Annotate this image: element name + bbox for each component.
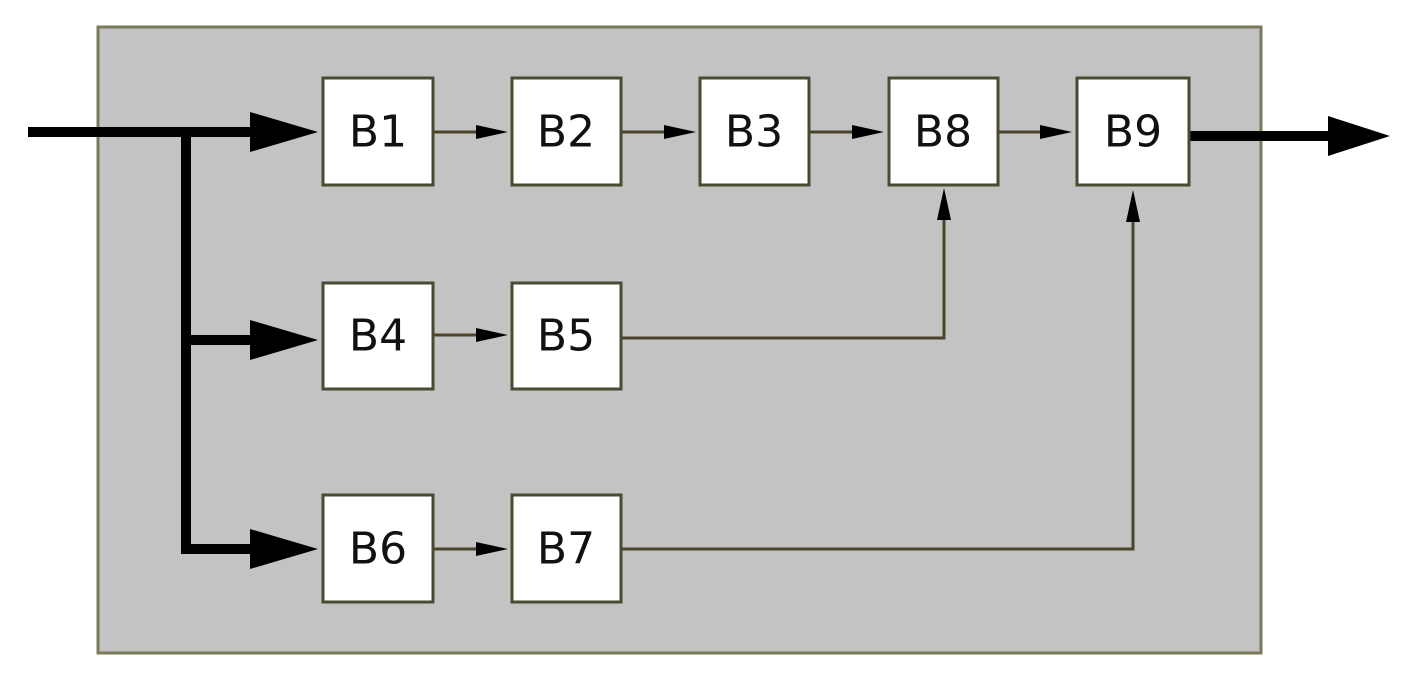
block-b6: B6 [321,493,435,604]
block-b9-box [1075,76,1191,187]
block-b6-box [321,493,435,604]
block-b7-label: B7 [537,524,595,575]
block-b4-label: B4 [349,311,407,362]
block-b5-box [510,281,623,391]
arrowhead-b8-b9 [1040,125,1072,139]
block-b3: B3 [698,76,811,187]
arrowhead-into-b6 [250,529,318,569]
arrowhead-b6-b7 [476,542,508,556]
connector-b7-b9 [621,220,1135,551]
arrowhead-into-b4 [250,320,318,360]
block-b2-box [510,76,623,187]
arrowhead-b4-b5 [476,328,508,342]
block-b8: B8 [887,76,1000,187]
block-b1: B1 [321,76,435,187]
block-b1-label: B1 [349,107,407,158]
block-b3-label: B3 [725,107,783,158]
arrowhead-b5-b8 [937,188,951,220]
arrowhead-b2-b3 [664,125,696,139]
block-b7-box [510,493,623,604]
block-b1-box [321,76,435,187]
arrowhead-b7-b9 [1126,190,1140,222]
block-b4: B4 [321,281,435,391]
arrowhead-into-b1 [250,112,318,152]
block-b5: B5 [510,281,623,391]
block-b5-label: B5 [537,311,595,362]
arrowhead-b3-b8 [852,125,884,139]
block-b4-box [321,281,435,391]
block-b2-label: B2 [537,107,595,158]
block-b2: B2 [510,76,623,187]
block-b3-box [698,76,811,187]
block-b8-label: B8 [914,107,972,158]
connector-b5-b8 [621,218,946,340]
block-b9-label: B9 [1104,107,1162,158]
arrowhead-output [1328,116,1390,156]
block-b9: B9 [1075,76,1191,187]
block-b6-label: B6 [349,524,407,575]
block-b7: B7 [510,493,623,604]
block-b8-box [887,76,1000,187]
arrowhead-b1-b2 [476,125,508,139]
